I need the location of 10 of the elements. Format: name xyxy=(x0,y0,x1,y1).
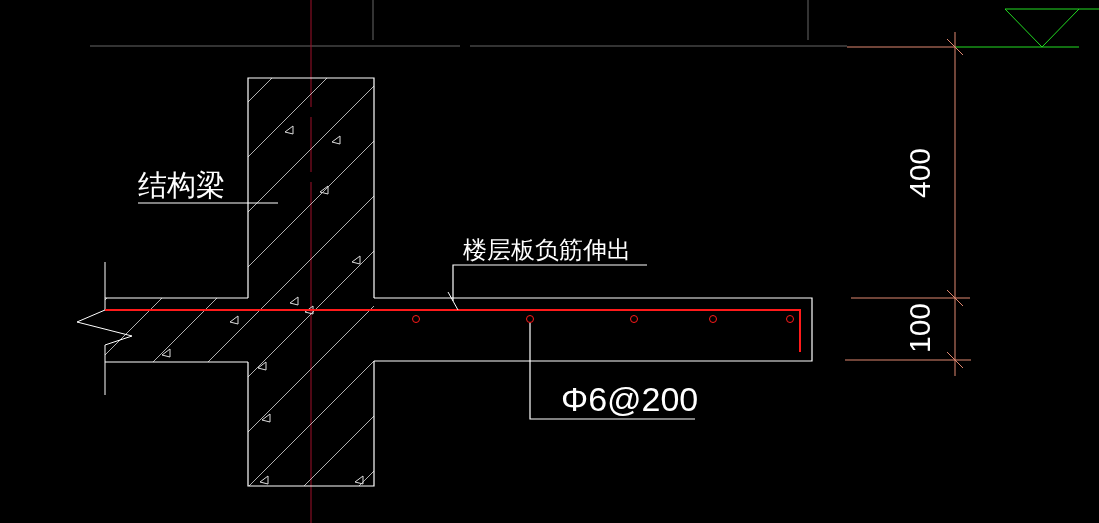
dimension-text: 400 xyxy=(905,147,936,199)
leader-line xyxy=(137,202,279,204)
concrete-beam-section-drawing xyxy=(247,77,375,487)
leader-line xyxy=(529,322,696,420)
annotation-text: 楼层板负筋伸出 xyxy=(453,226,647,265)
dimension-text: 100 xyxy=(905,302,936,354)
annotation-text: 结构梁 xyxy=(138,165,238,203)
annotation-text: Φ6@200 xyxy=(530,378,695,419)
leader-line xyxy=(447,264,648,311)
rebar-line xyxy=(104,309,801,353)
